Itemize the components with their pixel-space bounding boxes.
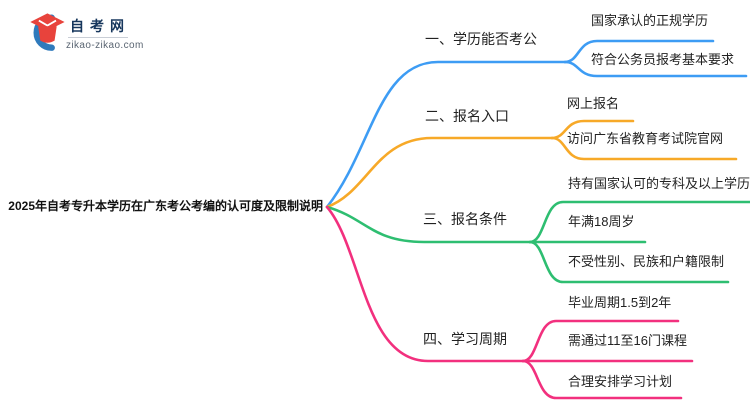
branch3-child1-line bbox=[528, 200, 750, 244]
leaf-node: 需通过11至16门课程 bbox=[568, 333, 687, 348]
branch4-child3-line bbox=[521, 359, 683, 400]
leaf-node: 合理安排学习计划 bbox=[568, 374, 673, 389]
site-domain: zikao-zikao.com bbox=[66, 40, 144, 51]
root-node: 2025年自考专升本学历在广东考公考编的认可度及限制说明 bbox=[8, 199, 323, 213]
branch3-child3-line bbox=[528, 240, 730, 284]
branch-label-4: 四、学习周期 bbox=[423, 331, 507, 347]
branch-label-3: 三、报名条件 bbox=[423, 211, 507, 227]
leaf-node: 不受性别、民族和户籍限制 bbox=[568, 254, 725, 269]
logo-divider bbox=[68, 37, 128, 38]
branch4-child1-line bbox=[521, 319, 680, 363]
branch1-main-line bbox=[325, 60, 567, 209]
branch3-main-line bbox=[325, 205, 532, 244]
logo: 自考网 zikao-zikao.com bbox=[26, 8, 196, 60]
leaf-node: 毕业周期1.5到2年 bbox=[568, 295, 672, 310]
branch1-child2-line bbox=[563, 60, 748, 78]
leaf-node: 网上报名 bbox=[567, 96, 620, 111]
branch4-main-line bbox=[325, 205, 525, 363]
leaf-node: 访问广东省教育考试院官网 bbox=[567, 131, 724, 146]
leaf-node: 年满18周岁 bbox=[568, 214, 635, 229]
branch-label-2: 二、报名入口 bbox=[425, 108, 509, 124]
leaf-node: 符合公务员报考基本要求 bbox=[591, 52, 735, 67]
branch2-main-line bbox=[325, 136, 554, 209]
leaf-node: 国家承认的正规学历 bbox=[591, 13, 709, 28]
branch2-child2-line bbox=[550, 136, 738, 161]
leaf-node: 持有国家认可的专科及以上学历 bbox=[568, 176, 750, 191]
site-name: 自考网 bbox=[70, 18, 130, 34]
branch-label-1: 一、学历能否考公 bbox=[425, 31, 537, 47]
graduation-cap-icon bbox=[30, 13, 65, 51]
